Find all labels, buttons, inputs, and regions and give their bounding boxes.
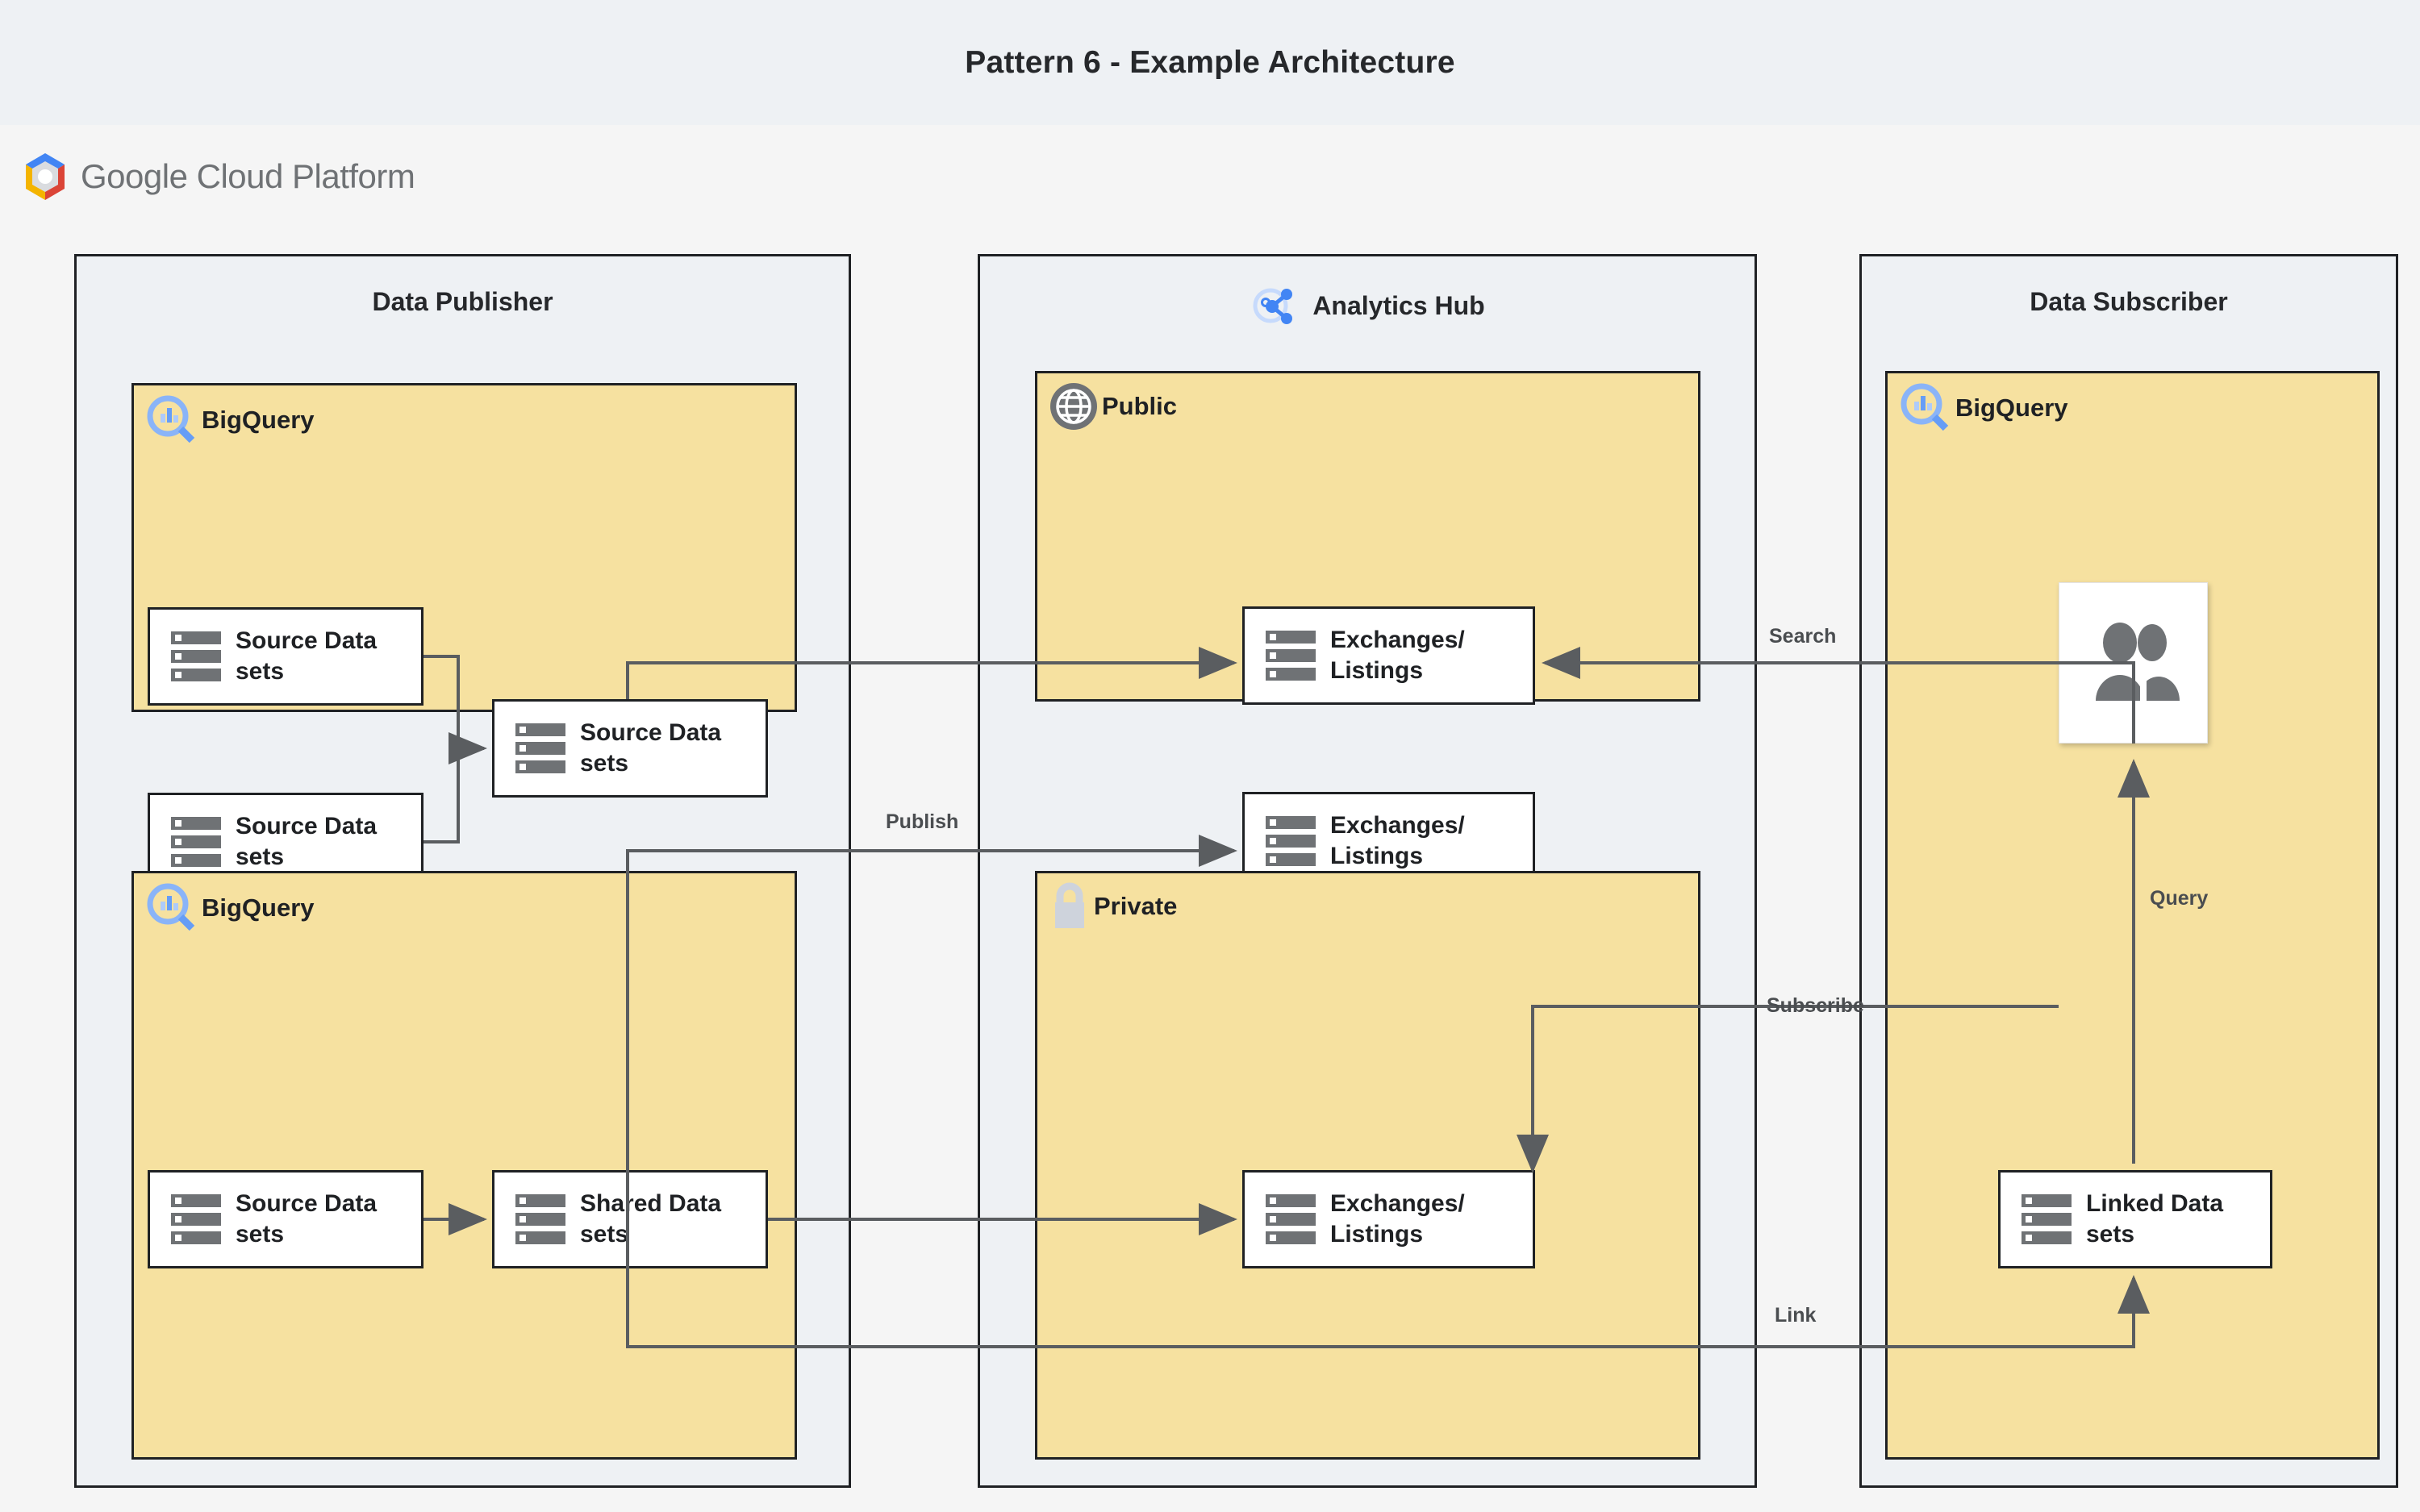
node-label: Shared Datasets [580,1189,722,1248]
box-header-public: Public [1049,381,1177,431]
bigquery-icon [145,394,198,447]
bigquery-icon [1899,381,1952,435]
gcp-logo-text: Google Cloud Platform [81,157,415,196]
box-label-bigquery-bottom: BigQuery [202,893,315,922]
datasets-icon [515,1194,565,1244]
box-hub-private[interactable]: Private [1035,871,1700,1460]
users-icon [2095,623,2180,702]
node-label: Exchanges/Listings [1330,1189,1465,1248]
datasets-icon [1266,816,1316,866]
datasets-icon [171,1194,221,1244]
box-subscriber-bigquery[interactable]: BigQuery [1885,371,2380,1460]
node-subscriber-users[interactable] [2059,582,2208,744]
box-label-private: Private [1094,892,1178,920]
node-linked-datasets[interactable]: Linked Datasets [1998,1170,2272,1268]
node-shared-datasets[interactable]: Shared Datasets [492,1170,768,1268]
node-private-exchanges-1[interactable]: Exchanges/Listings [1242,1170,1535,1268]
title-band: Pattern 6 - Example Architecture [0,0,2420,125]
node-source-datasets-1[interactable]: Source Datasets [148,607,424,706]
bigquery-icon [145,881,198,935]
node-label: Source Datasets [236,1189,378,1248]
zone-title-data-subscriber: Data Subscriber [2030,287,2228,316]
node-label: Linked Datasets [2086,1189,2224,1248]
analytics-hub-share-icon [1250,281,1300,331]
datasets-icon [1266,631,1316,681]
datasets-icon [171,817,221,867]
edge-label-publish: Publish [886,810,959,833]
node-public-exchanges-1[interactable]: Exchanges/Listings [1242,606,1535,705]
gcp-logo-text-google: Google [81,157,188,195]
node-label: Exchanges/Listings [1330,811,1465,869]
box-header-subscriber-bigquery: BigQuery [1899,381,2068,435]
box-header-bigquery-bottom: BigQuery [145,881,315,935]
node-source-datasets-3[interactable]: Source Datasets [492,699,768,798]
node-label: Source Datasets [236,627,378,685]
google-cloud-hexagon-icon [23,152,68,202]
box-label-bigquery-top: BigQuery [202,406,315,434]
box-label-public: Public [1102,392,1178,420]
node-label: Source Datasets [580,719,722,777]
datasets-icon [515,723,565,773]
node-label: Source Datasets [236,812,378,870]
edge-label-subscribe: Subscribe [1767,994,1864,1017]
zone-title-analytics-hub-wrap: Analytics Hub [980,281,1754,331]
node-label: Exchanges/Listings [1330,626,1465,684]
edge-label-query: Query [2150,887,2209,910]
lock-icon [1049,881,1091,931]
box-label-subscriber-bigquery: BigQuery [1955,394,2068,422]
box-publisher-bigquery-bottom[interactable]: BigQuery [131,871,797,1460]
box-header-bigquery-top: BigQuery [145,394,315,447]
zone-title-analytics-hub: Analytics Hub [1312,290,1485,320]
gcp-logo-text-cloud-platform: Cloud Platform [187,157,415,195]
edge-label-link: Link [1775,1304,1817,1327]
node-source-datasets-4[interactable]: Source Datasets [148,1170,424,1268]
datasets-icon [2022,1194,2072,1244]
zone-title-data-publisher: Data Publisher [372,287,553,316]
gcp-logo: Google Cloud Platform [23,152,415,202]
page-title: Pattern 6 - Example Architecture [965,44,1455,80]
box-header-private: Private [1049,881,1177,931]
diagram-canvas: Google Cloud Platform Data Publisher Big… [0,125,2420,1512]
datasets-icon [171,631,221,681]
edge-label-search: Search [1769,625,1837,648]
globe-icon [1049,381,1099,431]
datasets-icon [1266,1194,1316,1244]
